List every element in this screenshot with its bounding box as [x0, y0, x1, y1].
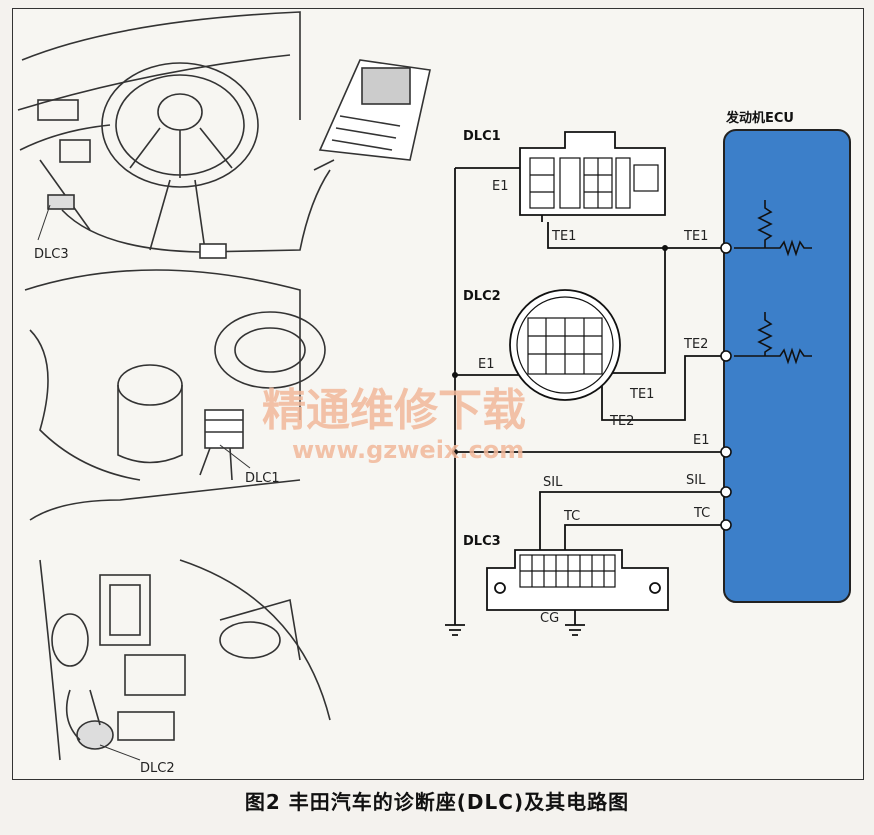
illus-label-dlc2: DLC2 — [140, 761, 175, 776]
illustration-leaders — [37, 204, 251, 761]
ecu-title: 发动机ECU — [725, 110, 794, 126]
watermark-cn: 精通维修下载 — [262, 385, 526, 436]
ecu-resistors — [734, 200, 812, 365]
pin-dlc2-te2: TE2 — [609, 414, 634, 429]
pin-ecu-te1: TE1 — [683, 229, 708, 244]
dlc3-connector — [486, 549, 669, 611]
pin-dlc2-e1: E1 — [478, 357, 495, 372]
illus-label-dlc1: DLC1 — [245, 471, 280, 486]
pin-ecu-te2: TE2 — [683, 337, 708, 352]
dlc3-title: DLC3 — [463, 534, 501, 549]
pin-dlc3-sil: SIL — [543, 475, 563, 490]
pin-ecu-sil: SIL — [686, 473, 706, 488]
pin-dlc3-tc: TC — [563, 509, 580, 524]
junction-dots — [452, 245, 668, 455]
illus-label-dlc3: DLC3 — [34, 247, 69, 262]
engine-ecu-block — [723, 129, 851, 603]
dashboard-illustration — [17, 11, 431, 259]
dlc1-title: DLC1 — [463, 129, 501, 144]
instrument-panel-illustration — [29, 479, 331, 761]
dlc2-connector — [509, 289, 621, 401]
figure-caption: 图2 丰田汽车的诊断座(DLC)及其电路图 — [244, 790, 630, 814]
pin-dlc1-e1: E1 — [492, 179, 509, 194]
ecu-terminals — [720, 242, 732, 531]
watermark-url: www.gzweix.com — [292, 436, 524, 464]
pin-ecu-tc: TC — [693, 506, 710, 521]
ground-symbols — [445, 624, 585, 636]
pin-dlc3-cg: CG — [540, 611, 559, 626]
dlc1-connector — [519, 131, 666, 216]
engine-bay-illustration — [24, 269, 326, 481]
pin-dlc2-te1: TE1 — [629, 387, 654, 402]
pin-ecu-e1: E1 — [693, 433, 710, 448]
pin-dlc1-te1: TE1 — [551, 229, 576, 244]
dlc2-title: DLC2 — [463, 289, 501, 304]
